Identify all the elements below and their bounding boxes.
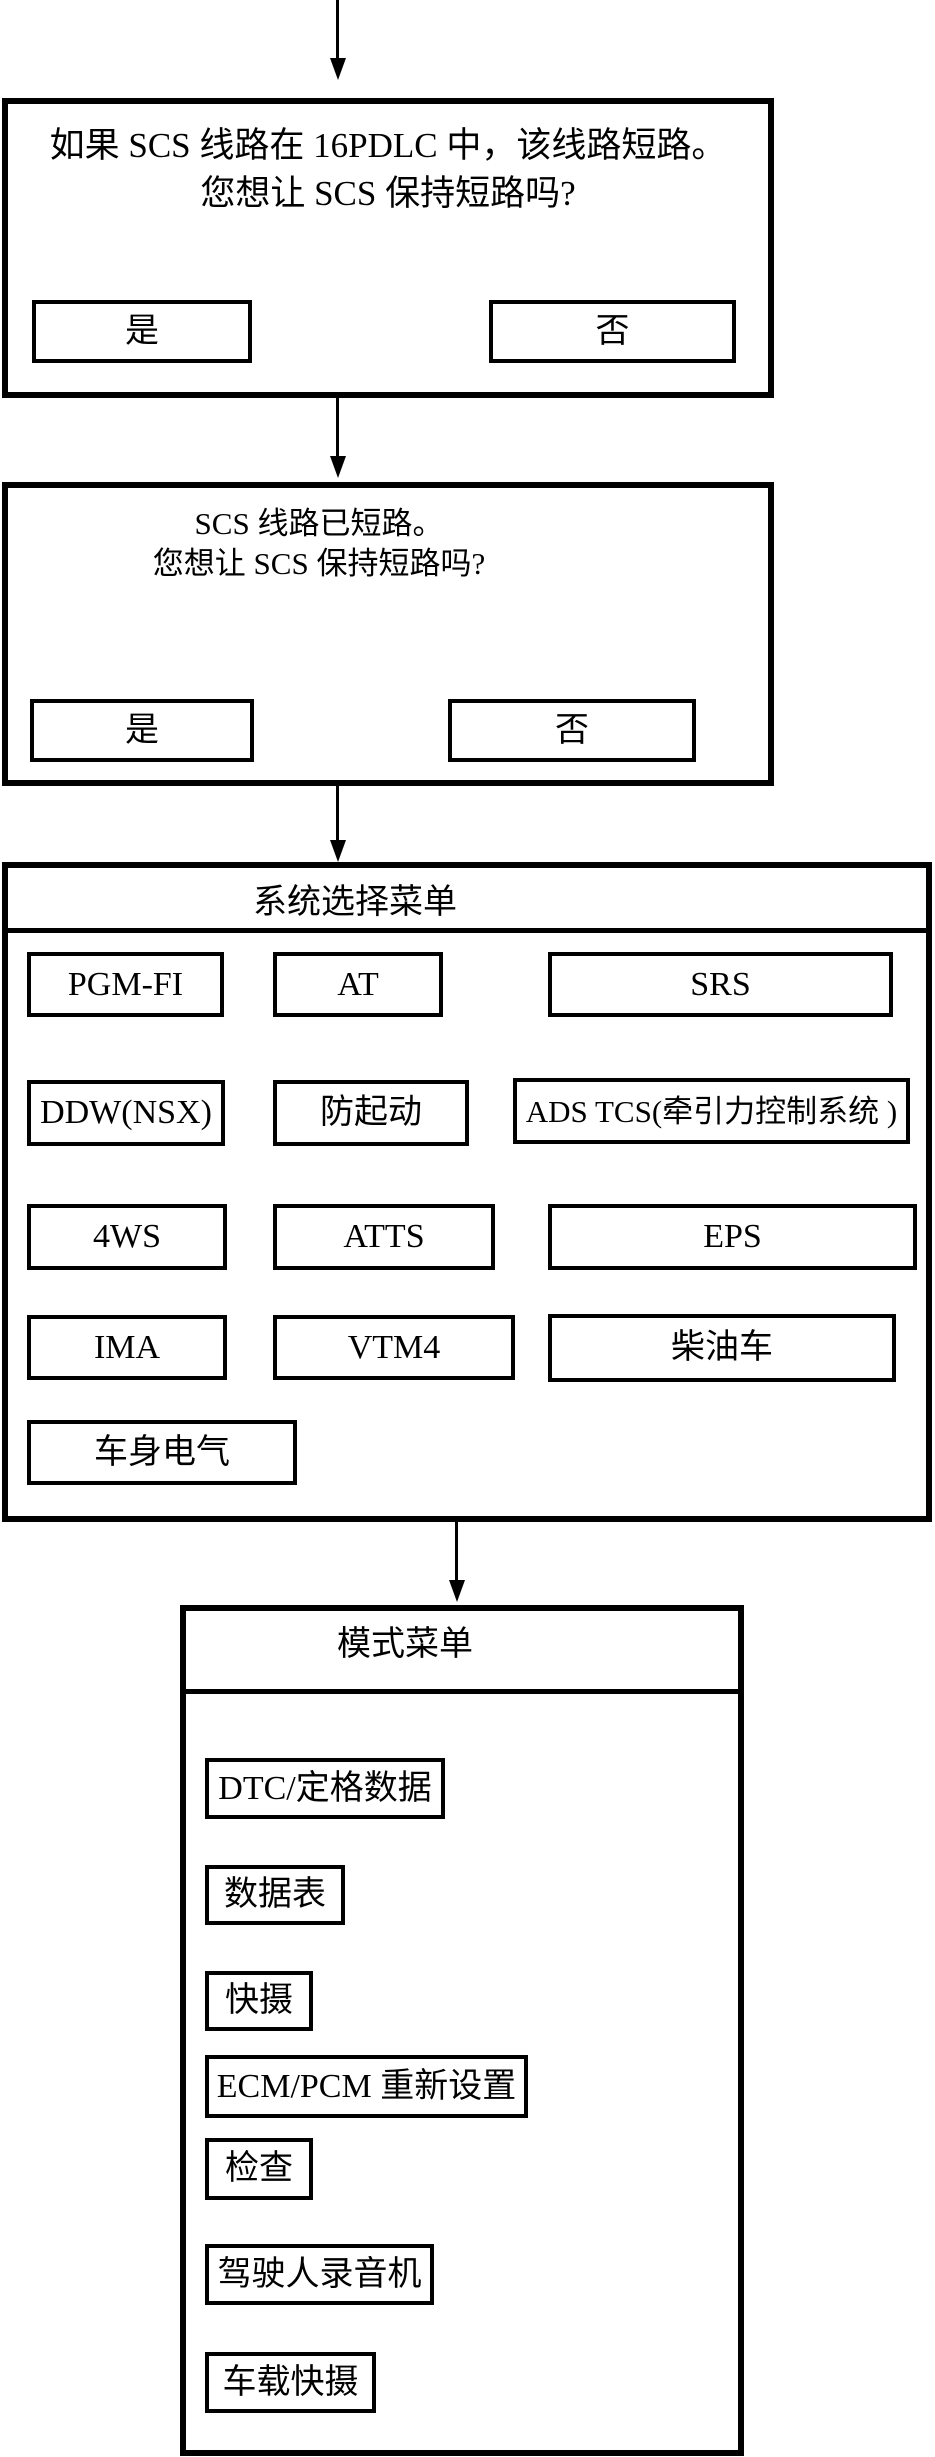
mode-item-dtc-freeze-data[interactable]: DTC/定格数据: [205, 1758, 445, 1819]
dialog1-message: 如果 SCS 线路在 16PDLC 中，该线路短路。 您想让 SCS 保持短路吗…: [2, 122, 774, 218]
menu-item-ddw-nsx[interactable]: DDW(NSX): [27, 1080, 225, 1146]
menu-item-at[interactable]: AT: [273, 952, 443, 1017]
arrow-down-icon: [330, 58, 346, 80]
menu-item-4ws[interactable]: 4WS: [27, 1204, 227, 1270]
mode-item-ecm-pcm-reset[interactable]: ECM/PCM 重新设置: [205, 2055, 528, 2118]
menu-item-srs[interactable]: SRS: [548, 952, 893, 1017]
menu-item-ads-tcs[interactable]: ADS TCS(牵引力控制系统 ): [513, 1078, 910, 1144]
dialog1-yes-button[interactable]: 是: [32, 300, 252, 363]
dialog1-no-button[interactable]: 否: [489, 300, 736, 363]
menu-item-body-electrical[interactable]: 车身电气: [27, 1420, 297, 1485]
menu-item-diesel[interactable]: 柴油车: [548, 1314, 896, 1382]
mode-menu-title: 模式菜单: [337, 1626, 473, 1663]
mode-item-inspection[interactable]: 检查: [205, 2138, 313, 2200]
title-separator: [8, 928, 926, 933]
arrow-shaft: [336, 398, 339, 458]
menu-item-immobilizer[interactable]: 防起动: [273, 1080, 469, 1146]
dialog1-line2: 您想让 SCS 保持短路吗?: [200, 174, 576, 213]
menu-item-pgm-fi[interactable]: PGM-FI: [27, 952, 224, 1017]
arrow-shaft: [336, 786, 339, 842]
title-separator: [186, 1689, 738, 1694]
arrow-down-icon: [449, 1580, 465, 1602]
arrow-shaft: [455, 1522, 458, 1582]
system-menu-title: 系统选择菜单: [253, 884, 457, 921]
arrow-down-icon: [330, 840, 346, 862]
menu-item-ima[interactable]: IMA: [27, 1315, 227, 1380]
dialog2-no-button[interactable]: 否: [448, 699, 696, 762]
dialog1-line1: 如果 SCS 线路在 16PDLC 中，该线路短路。: [49, 126, 727, 165]
dialog2-line2: 您想让 SCS 保持短路吗?: [152, 546, 486, 581]
arrow-down-icon: [330, 456, 346, 478]
dialog2-yes-button[interactable]: 是: [30, 699, 254, 762]
menu-item-vtm4[interactable]: VTM4: [273, 1315, 515, 1380]
mode-item-onboard-snapshot[interactable]: 车载快摄: [205, 2352, 376, 2413]
mode-item-snapshot[interactable]: 快摄: [205, 1971, 313, 2031]
menu-item-eps[interactable]: EPS: [548, 1204, 917, 1270]
arrow-shaft: [336, 0, 339, 60]
dialog2-message: SCS 线路已短路。 您想让 SCS 保持短路吗?: [0, 504, 705, 584]
mode-item-data-list[interactable]: 数据表: [205, 1865, 345, 1925]
menu-item-atts[interactable]: ATTS: [273, 1204, 495, 1270]
dialog2-line1: SCS 线路已短路。: [194, 506, 444, 541]
mode-item-driver-recorder[interactable]: 驾驶人录音机: [205, 2244, 434, 2305]
